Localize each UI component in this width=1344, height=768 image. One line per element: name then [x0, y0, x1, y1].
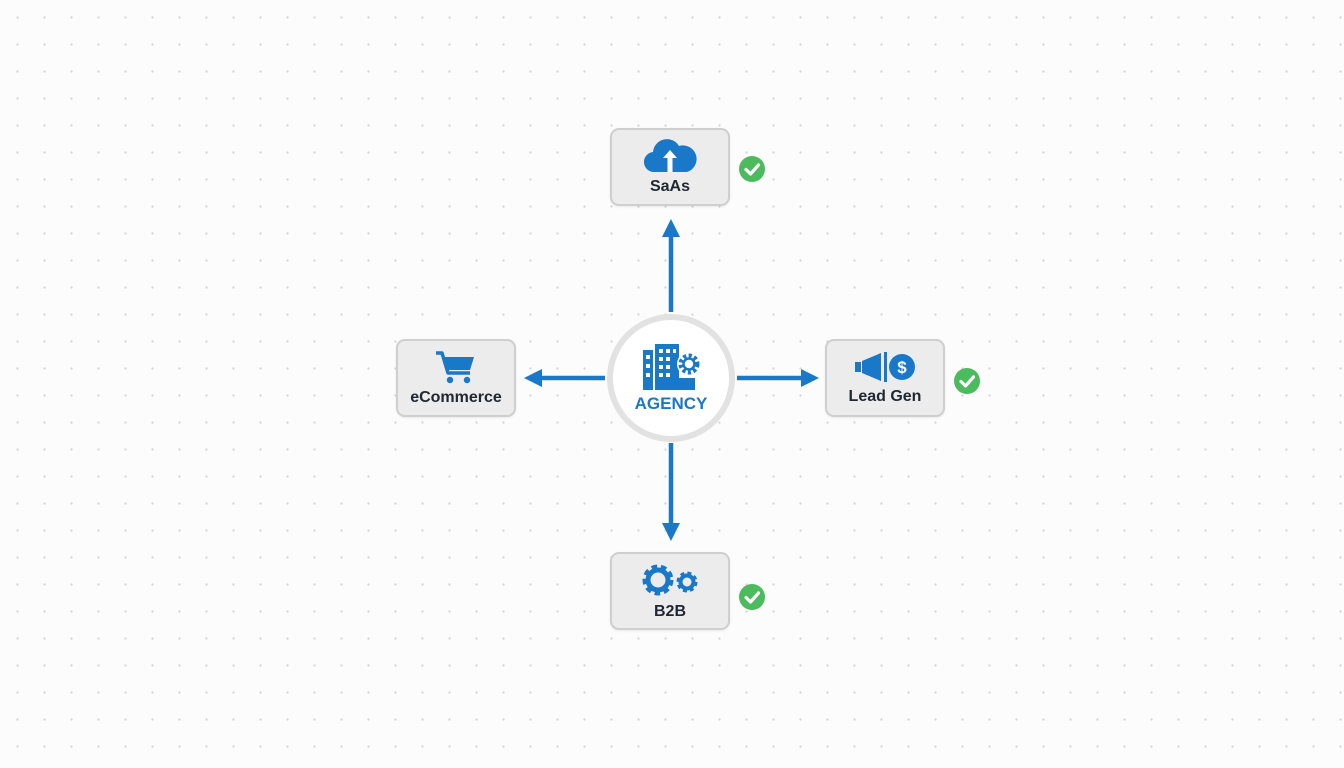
- cloud-upload-icon: [643, 139, 697, 173]
- node-b2b[interactable]: B2B: [610, 552, 730, 630]
- check-icon: [739, 156, 765, 182]
- node-lead-gen[interactable]: $ Lead Gen: [825, 339, 945, 417]
- node-saas[interactable]: SaAs: [610, 128, 730, 206]
- svg-text:$: $: [897, 358, 907, 377]
- shopping-cart-icon: [436, 351, 474, 384]
- building-gear-icon: [643, 344, 701, 390]
- agency-hub[interactable]: AGENCY: [607, 314, 735, 442]
- node-label: B2B: [653, 603, 686, 620]
- check-icon: [954, 368, 980, 394]
- node-ecommerce[interactable]: eCommerce: [396, 339, 516, 417]
- node-label: SaAs: [649, 178, 691, 195]
- megaphone-dollar-icon: $: [855, 352, 915, 382]
- hub-label: AGENCY: [634, 394, 708, 413]
- gears-icon: [642, 564, 698, 596]
- node-label: eCommerce: [410, 389, 502, 406]
- node-label: Lead Gen: [848, 388, 922, 405]
- check-icon: [739, 584, 765, 610]
